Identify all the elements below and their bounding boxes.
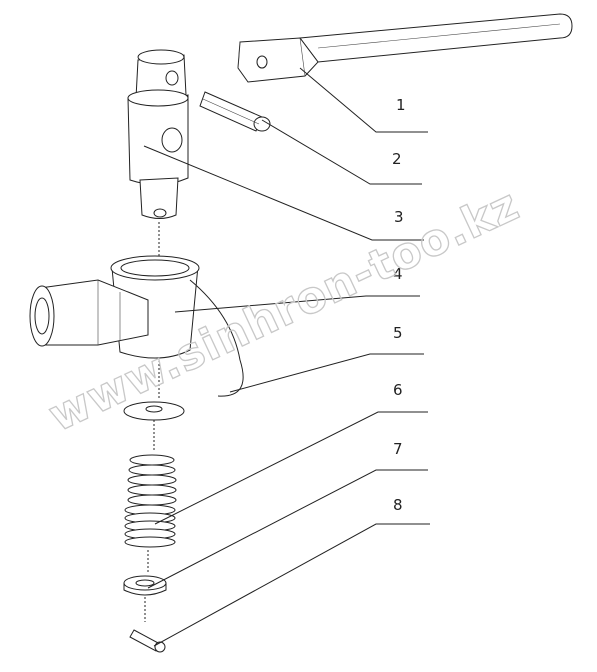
- callout-3: 3: [394, 208, 404, 226]
- callout-5: 5: [393, 324, 403, 342]
- callout-4: 4: [393, 265, 403, 283]
- part-1-handle: [237, 13, 573, 83]
- callout-8: 8: [393, 496, 403, 514]
- leader-lines: [143, 67, 430, 647]
- callout-7: 7: [393, 440, 403, 458]
- part-8-split-pin: [129, 629, 166, 653]
- callout-2: 2: [392, 150, 402, 168]
- callout-1: 1: [396, 96, 406, 114]
- part-2-pin: [199, 91, 271, 132]
- part-4-body: [29, 255, 200, 398]
- part-6-spring: [124, 454, 177, 572]
- part-3-plunger: [127, 49, 189, 258]
- part-5-washer: [123, 401, 185, 452]
- callout-6: 6: [393, 381, 403, 399]
- part-7-washer: [123, 575, 167, 622]
